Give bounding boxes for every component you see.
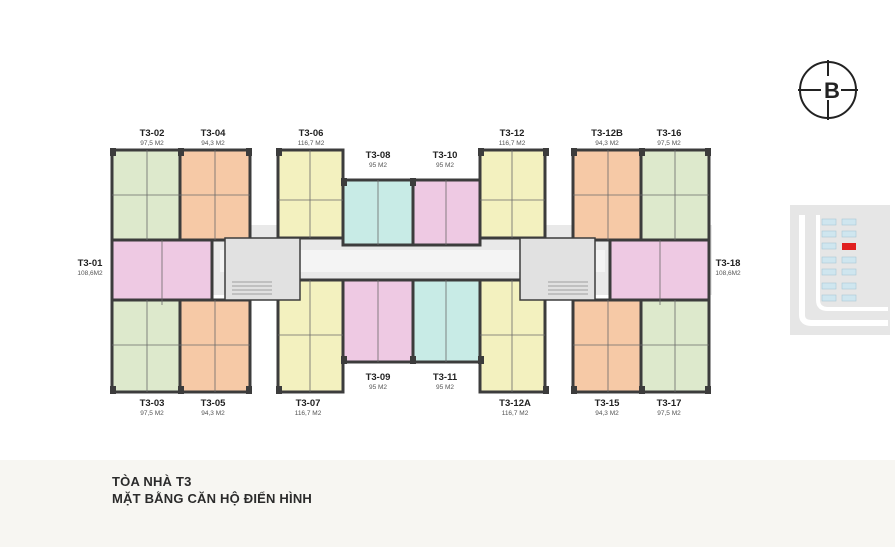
right-core [519,237,596,301]
unit-area: 116,7 M2 [294,410,322,417]
unit-code: T3-12A [499,398,531,409]
unit-code: T3-15 [594,398,620,409]
unit-code: T3-16 [656,128,682,139]
unit-block-t3-11 [411,278,482,364]
structural-columns [110,148,711,394]
unit-area: 94,3 M2 [595,410,619,417]
floor-plan [110,148,712,394]
unit-block-t3-18 [608,238,711,307]
unit-code: T3-09 [365,372,391,383]
unit-area: 108,6M2 [77,270,103,277]
unit-label-t3-11: T3-11 95 M2 [420,372,470,392]
site-key-plan [790,205,890,335]
unit-block-t3-10 [411,178,482,247]
unit-area: 95 M2 [435,162,455,169]
unit-code: T3-05 [200,398,226,409]
unit-code: T3-17 [656,398,682,409]
floor-plan-title: MẶT BẰNG CĂN HỘ ĐIỂN HÌNH [112,491,312,506]
unit-code: T3-07 [295,398,321,409]
unit-label-t3-05: T3-05 94,3 M2 [188,398,238,418]
unit-area: 97,5 M2 [140,140,164,147]
unit-label-t3-18: T3-18 108,6M2 [706,258,750,278]
unit-code: T3-06 [298,128,324,139]
unit-label-t3-17: T3-17 97,5 M2 [644,398,694,418]
footer-band [0,460,895,547]
unit-area: 108,6M2 [715,270,741,277]
left-core [224,237,301,301]
building-title: TÒA NHÀ T3 [112,474,192,489]
unit-area: 116,7 M2 [498,140,526,147]
unit-code: T3-12B [591,128,623,139]
unit-label-t3-02: T3-02 97,5 M2 [127,128,177,148]
unit-block-t3-12 [478,148,547,240]
unit-area: 116,7 M2 [297,140,325,147]
unit-label-t3-10: T3-10 95 M2 [420,150,470,170]
unit-label-t3-04: T3-04 94,3 M2 [188,128,238,148]
unit-code: T3-11 [432,372,458,383]
unit-area: 94,3 M2 [201,140,225,147]
unit-label-t3-09: T3-09 95 M2 [353,372,403,392]
compass-letter: B [824,78,840,103]
unit-code: T3-03 [139,398,165,409]
unit-label-t3-01: T3-01 108,6M2 [68,258,112,278]
unit-area: 94,3 M2 [201,410,225,417]
unit-label-t3-06: T3-06 116,7 M2 [286,128,336,148]
unit-code: T3-10 [432,150,458,161]
unit-block-t3-06 [276,148,345,240]
unit-code: T3-18 [715,258,741,269]
unit-code: T3-02 [139,128,165,139]
unit-label-t3-12: T3-12 116,7 M2 [487,128,537,148]
unit-label-t3-15: T3-15 94,3 M2 [582,398,632,418]
unit-area: 97,5 M2 [140,410,164,417]
unit-label-t3-16: T3-16 97,5 M2 [644,128,694,148]
unit-code: T3-01 [77,258,103,269]
unit-area: 97,5 M2 [657,410,681,417]
unit-code: T3-12 [499,128,525,139]
unit-label-t3-12a: T3-12A 116,7 M2 [490,398,540,418]
unit-label-t3-08: T3-08 95 M2 [353,150,403,170]
unit-area: 116,7 M2 [501,410,529,417]
unit-label-t3-12b: T3-12B 94,3 M2 [582,128,632,148]
unit-area: 95 M2 [435,384,455,391]
unit-label-t3-03: T3-03 97,5 M2 [127,398,177,418]
floor-plan-stage: B [68,60,890,418]
compass-icon: B [798,60,858,120]
corridor-floor [220,250,605,272]
unit-code: T3-08 [365,150,391,161]
unit-area: 97,5 M2 [657,140,681,147]
unit-label-t3-07: T3-07 116,7 M2 [283,398,333,418]
unit-area: 94,3 M2 [595,140,619,147]
unit-area: 95 M2 [368,162,388,169]
unit-code: T3-04 [200,128,226,139]
unit-area: 95 M2 [368,384,388,391]
